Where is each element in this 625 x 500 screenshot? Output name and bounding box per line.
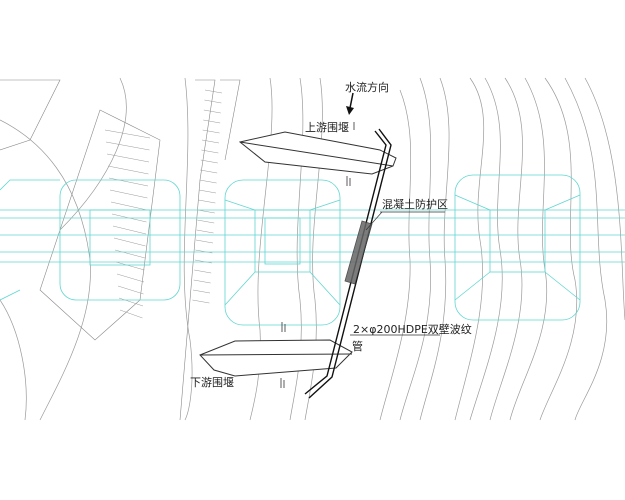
hatch-line <box>192 289 211 294</box>
hatch-line <box>194 259 212 264</box>
hatch-line <box>199 179 217 184</box>
hatch-line <box>201 139 220 144</box>
hatch-line <box>105 141 150 151</box>
hatch-line <box>195 239 214 244</box>
hatch-line <box>104 129 151 139</box>
hatch-line <box>107 165 149 175</box>
concrete-zone-label: 混凝土防护区 <box>382 198 448 211</box>
hatch-line <box>196 229 214 234</box>
hatch-line <box>110 201 148 211</box>
hatch-line <box>197 209 215 214</box>
hatch-line <box>200 169 218 174</box>
flow-direction-arrow <box>346 92 354 115</box>
flow-direction-label: 水流方向 <box>345 81 389 94</box>
hatch-line <box>198 189 217 194</box>
hatch-line <box>112 225 147 235</box>
hatch-lines <box>104 89 223 319</box>
leader-lines <box>350 211 445 336</box>
upstream-cofferdam <box>238 131 397 175</box>
hatch-line <box>192 299 210 304</box>
hatch-line <box>198 199 216 204</box>
section-marks <box>280 122 355 388</box>
hatch-line <box>200 159 218 164</box>
hatch-line <box>193 279 211 284</box>
hatch-line <box>195 249 213 254</box>
hatch-line <box>118 297 144 307</box>
hatch-line <box>109 189 148 199</box>
pipe-spec-label-cont: 管 <box>352 340 363 353</box>
hatch-line <box>194 269 212 274</box>
road-design-outline <box>0 174 625 326</box>
hatch-line <box>202 129 220 134</box>
downstream-cofferdam-label: 下游围堰 <box>190 376 234 389</box>
hatch-line <box>119 309 143 319</box>
slope-hatching <box>0 79 241 421</box>
hatch-line <box>108 177 149 187</box>
terrain-contours <box>0 77 625 421</box>
hatch-line <box>201 149 219 154</box>
hatch-line <box>203 109 221 114</box>
hatch-line <box>117 285 144 295</box>
hatch-line <box>203 119 221 124</box>
hatch-line <box>204 99 222 104</box>
hatch-line <box>114 249 146 259</box>
concrete-protection-zone <box>344 220 373 285</box>
hatch-line <box>106 153 150 163</box>
pipe-spec-label: 2×φ200HDPE双壁波纹 <box>353 323 472 336</box>
hatch-line <box>204 89 223 94</box>
hatch-line <box>113 237 146 247</box>
hatch-line <box>116 273 145 283</box>
downstream-cofferdam <box>199 339 353 377</box>
upstream-cofferdam-label: 上游围堰 <box>305 121 349 134</box>
hatch-line <box>115 261 145 271</box>
hatch-line <box>197 219 215 224</box>
